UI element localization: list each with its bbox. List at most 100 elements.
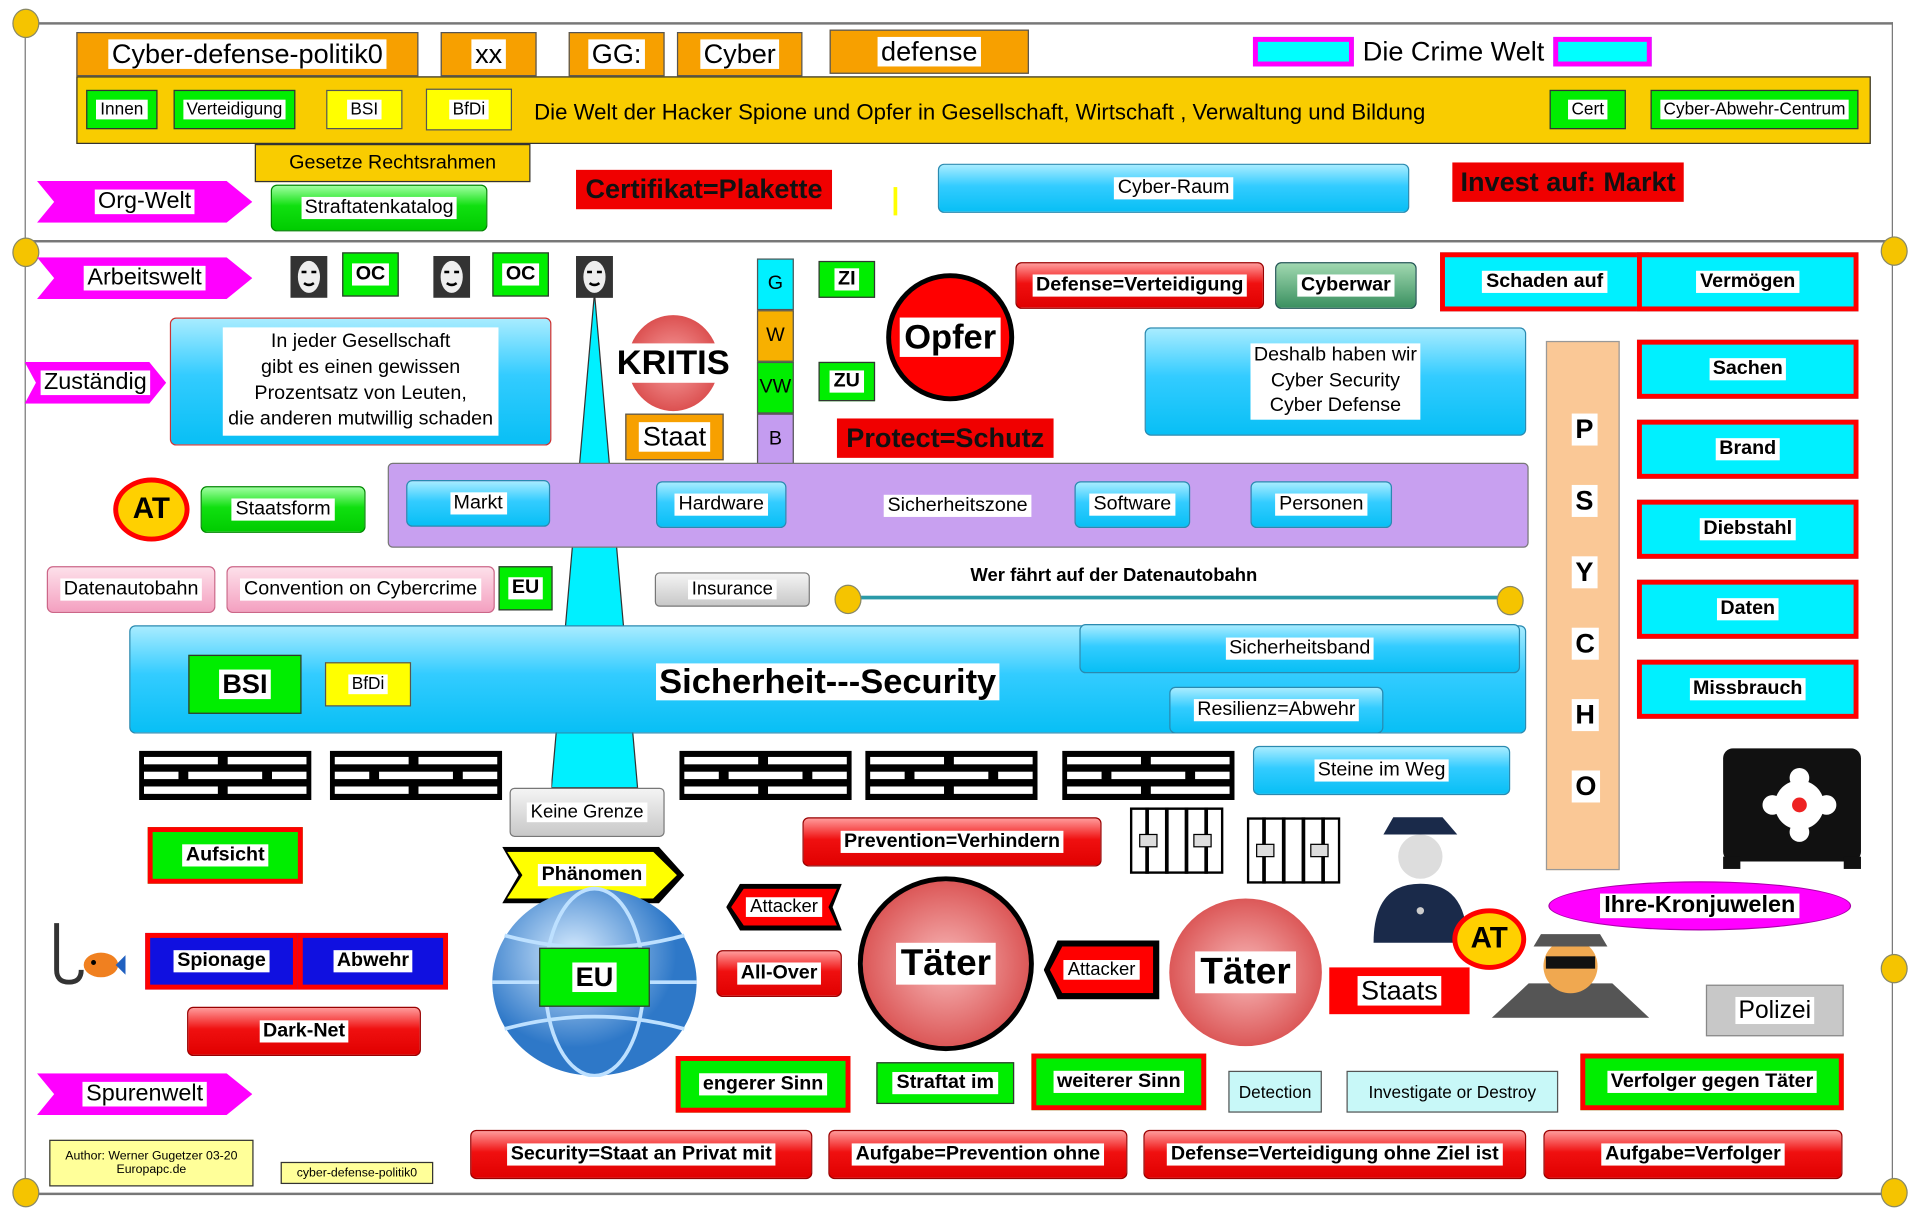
bfdi-label: BfDi — [448, 99, 489, 120]
weiterer-sinn-box[interactable]: weiterer Sinn — [1031, 1053, 1207, 1111]
all-over-button[interactable]: All-Over — [716, 950, 842, 997]
cac-box[interactable]: Cyber-Abwehr-Centrum — [1650, 89, 1859, 130]
g-cell[interactable]: G — [756, 258, 794, 311]
innen-box[interactable]: Innen — [86, 89, 158, 130]
gesetze-box[interactable]: Gesetze Rechtsrahmen — [254, 144, 531, 183]
sicherheitszone-label[interactable]: Sicherheitszone — [880, 492, 1035, 519]
kritis-sign[interactable]: KRITIS — [614, 315, 733, 412]
abwehr-box[interactable]: Abwehr — [297, 932, 449, 990]
damage-schaden-box[interactable]: Schaden auf — [1440, 252, 1650, 312]
staats-box[interactable]: Staats — [1329, 967, 1470, 1015]
eu-globe-box[interactable]: EU — [539, 947, 650, 1007]
hardware-button[interactable]: Hardware — [656, 481, 787, 529]
bfdi-security-box[interactable]: BfDi — [324, 662, 412, 707]
engerer-sinn-box[interactable]: engerer Sinn — [675, 1056, 851, 1113]
zi-box[interactable]: ZI — [818, 260, 876, 298]
at-badge-2[interactable]: AT — [1452, 908, 1527, 970]
detection-box[interactable]: Detection — [1228, 1070, 1322, 1113]
vw-cell[interactable]: VW — [756, 361, 794, 414]
sicherheitsband-button[interactable]: Sicherheitsband — [1079, 624, 1521, 674]
certifikat-box[interactable]: Certifikat=Plakette — [576, 169, 833, 210]
personen-button[interactable]: Personen — [1250, 481, 1393, 529]
security-staat-button[interactable]: Security=Staat an Privat mit — [470, 1129, 813, 1180]
damage-daten-box[interactable]: Daten — [1636, 579, 1859, 639]
prevention-button[interactable]: Prevention=Verhindern — [802, 817, 1102, 867]
w-cell[interactable]: W — [756, 310, 794, 362]
aufsicht-box[interactable]: Aufsicht — [147, 827, 303, 884]
xx-box[interactable]: xx — [440, 32, 537, 77]
damage-sachen-box[interactable]: Sachen — [1636, 339, 1859, 399]
zustaendig-arrow[interactable]: Zuständig — [24, 361, 167, 404]
title-label: Cyber-defense-politik0 — [108, 38, 387, 70]
psycho-column[interactable]: P S Y C H O — [1545, 340, 1620, 871]
title-box[interactable]: Cyber-defense-politik0 — [76, 32, 419, 77]
bsi-security-box[interactable]: BSI — [188, 654, 302, 714]
taeter-circle-2[interactable]: Täter — [1169, 898, 1322, 1047]
connector-dot[interactable] — [12, 1177, 40, 1208]
oc-box[interactable]: OC — [342, 252, 399, 297]
datenautobahn-button[interactable]: Datenautobahn — [46, 566, 216, 613]
org-welt-arrow[interactable]: Org-Welt — [36, 180, 253, 223]
markt-button[interactable]: Markt — [406, 480, 551, 527]
investigate-box[interactable]: Investigate or Destroy — [1346, 1070, 1559, 1113]
convention-button[interactable]: Convention on Cybercrime — [226, 566, 495, 613]
damage-label: Sachen — [1709, 358, 1787, 381]
frame-left-line — [24, 22, 26, 1194]
opfer-sign[interactable]: Opfer — [886, 273, 1015, 402]
aufgabe-prevention-button[interactable]: Aufgabe=Prevention ohne — [828, 1129, 1128, 1180]
polizei-box[interactable]: Polizei — [1705, 984, 1844, 1037]
connector-dot[interactable] — [12, 8, 40, 39]
keine-grenze-button[interactable]: Keine Grenze — [509, 787, 665, 837]
connector-dot[interactable] — [1496, 585, 1524, 616]
software-button[interactable]: Software — [1074, 481, 1191, 529]
insurance-button[interactable]: Insurance — [654, 572, 810, 607]
cert-box[interactable]: Cert — [1549, 89, 1626, 130]
verteidigung-box[interactable]: Verteidigung — [173, 89, 296, 130]
kronjuwelen-ellipse[interactable]: Ihre-Kronjuwelen — [1548, 881, 1852, 931]
straftatenkatalog-button[interactable]: Straftatenkatalog — [270, 184, 488, 232]
eu-box[interactable]: EU — [498, 566, 553, 611]
protect-box[interactable]: Protect=Schutz — [836, 418, 1054, 458]
taeter-circle-1[interactable]: Täter — [857, 876, 1034, 1052]
resilienz-button[interactable]: Resilienz=Abwehr — [1169, 686, 1384, 734]
b-cell[interactable]: B — [756, 413, 794, 466]
damage-brand-box[interactable]: Brand — [1636, 419, 1859, 479]
staatsform-button[interactable]: Staatsform — [200, 486, 366, 533]
arbeitswelt-arrow[interactable]: Arbeitswelt — [36, 257, 253, 300]
connector-dot[interactable] — [1880, 953, 1908, 984]
defense-box[interactable]: defense — [829, 29, 1029, 74]
connector-dot[interactable] — [1880, 236, 1908, 266]
defense-ziel-button[interactable]: Defense=Verteidigung ohne Ziel ist — [1143, 1129, 1527, 1180]
bfdi-box[interactable]: BfDi — [425, 88, 513, 131]
cyber-box[interactable]: Cyber — [676, 32, 803, 77]
defense-verteidigung-button[interactable]: Defense=Verteidigung — [1015, 262, 1265, 309]
attacker-arrow-1[interactable]: Attacker — [726, 883, 842, 931]
damage-diebstahl-box[interactable]: Diebstahl — [1636, 499, 1859, 559]
zu-box[interactable]: ZU — [818, 361, 876, 402]
at-badge[interactable]: AT — [113, 477, 190, 542]
cyberwar-button[interactable]: Cyberwar — [1275, 262, 1417, 309]
cyber-raum-button[interactable]: Cyber-Raum — [937, 163, 1410, 213]
spurenwelt-arrow[interactable]: Spurenwelt — [36, 1073, 253, 1116]
damage-missbrauch-box[interactable]: Missbrauch — [1636, 659, 1859, 719]
connector-dot[interactable] — [12, 237, 40, 268]
staat-box[interactable]: Staat — [625, 413, 724, 461]
dark-net-button[interactable]: Dark-Net — [187, 1006, 421, 1057]
phaenomen-arrow[interactable]: Phänomen — [502, 846, 685, 904]
steine-button[interactable]: Steine im Weg — [1252, 745, 1511, 796]
straftat-im-box[interactable]: Straftat im — [876, 1062, 1015, 1105]
bsi-box[interactable]: BSI — [326, 89, 403, 130]
aufgabe-verfolger-button[interactable]: Aufgabe=Verfolger — [1543, 1129, 1843, 1180]
spionage-box[interactable]: Spionage — [145, 932, 298, 990]
attacker-arrow-2[interactable]: Attacker — [1043, 940, 1160, 1000]
connector-dot[interactable] — [834, 584, 862, 615]
gg-box[interactable]: GG: — [568, 32, 665, 77]
verfolger-box[interactable]: Verfolger gegen Täter — [1580, 1053, 1844, 1111]
oc-box[interactable]: OC — [492, 252, 549, 297]
invest-box[interactable]: Invest auf: Markt — [1452, 162, 1684, 202]
damage-vermoegen-box[interactable]: Vermögen — [1636, 252, 1859, 312]
connector-dot[interactable] — [1880, 1177, 1908, 1208]
